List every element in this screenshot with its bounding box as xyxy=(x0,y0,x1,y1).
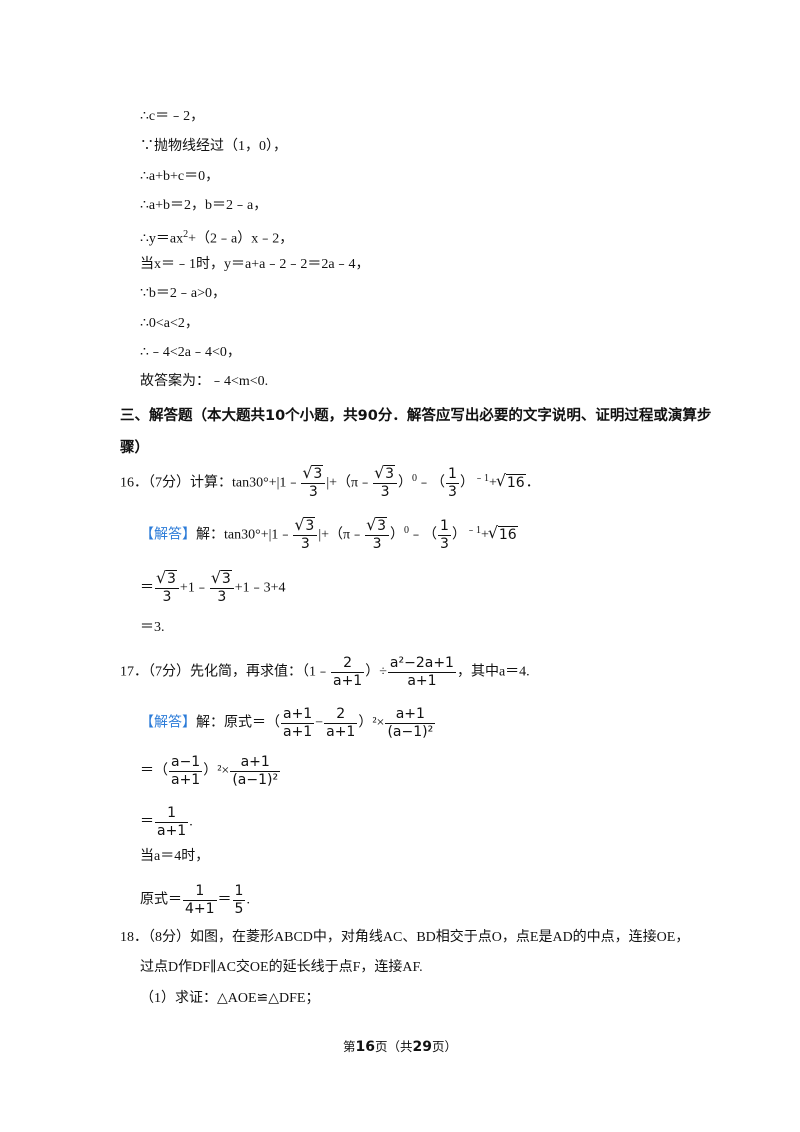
question-text: + xyxy=(488,475,497,491)
exponent: ﹣1 xyxy=(473,473,489,485)
answer-16-line1: 【解答】解：tan30°+|1﹣33|+（π﹣33）0﹣（13）﹣1+16 xyxy=(140,516,518,553)
answer-text: . xyxy=(189,814,193,830)
answer-text: +1﹣ xyxy=(179,580,209,596)
page-total: 29 xyxy=(412,1039,432,1055)
question-text: ） xyxy=(459,475,474,491)
solution-line: 当x＝﹣1时，y＝a+a﹣2﹣2＝2a﹣4， xyxy=(140,257,370,272)
answer-text: + xyxy=(480,527,489,543)
fraction: 33 xyxy=(293,516,318,553)
sqrt: 16 xyxy=(496,472,526,492)
question-text: 17．（7分）先化简，再求值：（1﹣ xyxy=(120,664,330,680)
solution-line: ∴a+b＝2，b＝2﹣a， xyxy=(140,198,268,213)
answer-text: ＝ xyxy=(140,580,154,596)
answer-text: |+（π﹣ xyxy=(318,527,365,543)
question-text: ，其中a＝4. xyxy=(456,664,530,680)
fraction: a+1(a−1)² xyxy=(385,706,436,740)
answer-text: ） xyxy=(390,527,405,543)
answer-text: ﹣（ xyxy=(409,527,438,543)
answer-text: ）²× xyxy=(358,715,385,731)
question-18-line2: 过点D作DF∥AC交OE的延长线于点F，连接AF. xyxy=(140,960,423,975)
question-text: 16．（7分）计算：tan30°+|1﹣ xyxy=(120,475,301,491)
fraction: 33 xyxy=(373,464,398,501)
section-heading-cont: 骤） xyxy=(120,440,149,456)
answer-text: ＝（ xyxy=(140,763,168,779)
answer-text: ）²× xyxy=(203,763,230,779)
footer-text: 页） xyxy=(431,1039,457,1054)
answer-text: ） xyxy=(451,527,466,543)
solution-line: ∴﹣4<2a﹣4<0， xyxy=(140,345,241,360)
fraction: a+1(a−1)² xyxy=(230,754,281,788)
answer-text: 解：tan30°+|1﹣ xyxy=(196,527,293,543)
answer-tag: 【解答】 xyxy=(140,715,196,731)
answer-17-line4: 当a＝4时， xyxy=(140,849,210,864)
answer-text: ＝ xyxy=(217,892,232,908)
question-16: 16．（7分）计算：tan30°+|1﹣33|+（π﹣33）0﹣（13）﹣1+1… xyxy=(120,464,540,501)
fraction: 33 xyxy=(301,464,326,501)
answer-tag: 【解答】 xyxy=(140,527,196,543)
exponent: ﹣1 xyxy=(465,525,481,537)
answer-16-line2: ＝33+1﹣33+1﹣3+4 xyxy=(140,569,286,606)
solution-line: ∴c＝﹣2， xyxy=(140,109,205,124)
denominator: 3 xyxy=(380,484,390,500)
solution-line: ∴a+b+c＝0， xyxy=(140,169,220,184)
answer-16-result: ＝3. xyxy=(140,620,165,635)
answer-text: − xyxy=(315,715,324,731)
question-text: ）÷ xyxy=(365,664,387,680)
fraction: 33 xyxy=(365,516,390,553)
question-18-line1: 18．（8分）如图，在菱形ABCD中，对角线AC、BD相交于点O，点E是AD的中… xyxy=(120,930,690,945)
question-text: ． xyxy=(525,475,540,491)
exponent: 0 xyxy=(404,525,410,537)
question-text: ） xyxy=(398,475,413,491)
footer-text: 页（共 xyxy=(374,1039,413,1054)
answer-text: +1﹣3+4 xyxy=(234,580,286,596)
radicand: 3 xyxy=(384,465,396,482)
question-text: ﹣（ xyxy=(417,475,446,491)
exponent: 0 xyxy=(412,473,418,485)
denominator: 3 xyxy=(308,484,318,500)
answer-text: 解：原式＝（ xyxy=(196,715,280,731)
radicand: 3 xyxy=(312,465,324,482)
equation-text: ∴y＝ax xyxy=(140,231,184,247)
question-18-line3: （1）求证：△AOE≌△DFE； xyxy=(140,991,320,1006)
answer-text: ＝ xyxy=(140,814,154,830)
fraction: 33 xyxy=(209,569,234,606)
question-text: |+（π﹣ xyxy=(326,475,373,491)
footer-text: 第 xyxy=(342,1039,356,1054)
solution-line: ∵抛物线经过（1，0）， xyxy=(140,139,287,154)
page-footer: 第16页（共29页） xyxy=(0,1036,800,1055)
equation-text: +（2﹣a）x﹣2， xyxy=(188,231,294,247)
solution-line: ∴y＝ax2+（2﹣a）x﹣2， xyxy=(140,226,293,249)
exponent: 2 xyxy=(183,229,189,240)
page-number: 16 xyxy=(355,1039,375,1055)
answer-line: 故答案为：﹣4<m<0. xyxy=(140,374,269,389)
answer-text: 原式＝ xyxy=(140,892,182,908)
section-heading: 三、解答题（本大题共10个小题，共90分．解答应写出必要的文字说明、证明过程或演… xyxy=(120,408,712,424)
solution-line: ∵b＝2﹣a>0， xyxy=(140,286,227,301)
answer-text: . xyxy=(246,892,250,908)
fraction: 33 xyxy=(155,569,179,606)
solution-line: ∴0<a<2， xyxy=(140,316,199,331)
sqrt: 16 xyxy=(488,524,518,544)
